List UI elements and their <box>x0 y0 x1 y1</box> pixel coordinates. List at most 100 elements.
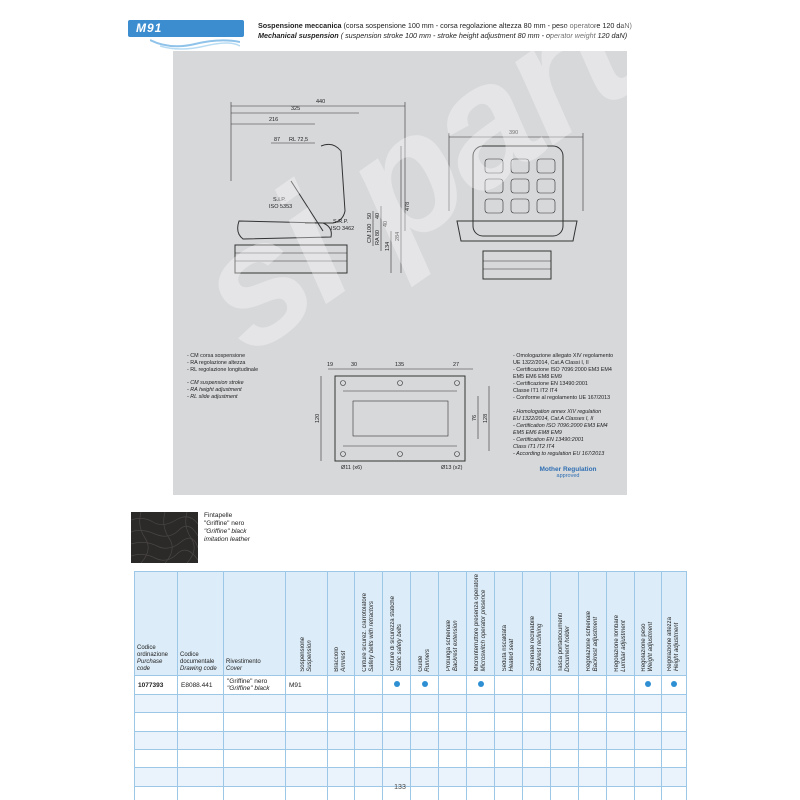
empty-cell <box>466 767 495 787</box>
header-english: Mechanical suspension ( suspension strok… <box>258 31 628 40</box>
empty-cell <box>285 785 328 800</box>
empty-cell <box>177 730 224 750</box>
technical-drawing-panel: 440 325 216 87 RL 72,5 S.I.P. ISO 5353 S… <box>173 51 627 495</box>
label-sip: S.I.P. <box>273 197 286 203</box>
empty-cell <box>177 767 224 787</box>
label-iso3462: ISO 3462 <box>331 226 354 232</box>
empty-cell <box>661 785 687 800</box>
cell-feature-4 <box>438 675 467 695</box>
empty-cell <box>661 748 687 769</box>
empty-cell <box>661 693 687 714</box>
empty-cell <box>661 730 687 750</box>
swatch-caption: Fintapelle "Griffine" nero "Griffine" bl… <box>204 512 250 543</box>
empty-cell <box>134 748 178 769</box>
homologation-italian: - Omologazione allegato XIV regolamento … <box>513 353 614 401</box>
cell-feature-8 <box>550 675 579 695</box>
feature-dot-icon <box>421 681 428 688</box>
empty-cell <box>466 748 495 769</box>
dim-135: 135 <box>395 362 404 368</box>
empty-cell <box>438 785 467 800</box>
empty-cell <box>285 712 328 732</box>
dim-134: 134 <box>385 242 391 251</box>
homologation-english: - Homologation annex XIV regulation EU 1… <box>513 409 608 457</box>
empty-cell <box>285 693 328 714</box>
empty-cell <box>634 730 662 750</box>
dim-19: 19 <box>327 362 333 368</box>
empty-cell <box>223 748 286 769</box>
cell-suspension: M91 <box>285 675 328 695</box>
table-row-empty <box>134 730 687 750</box>
empty-cell <box>634 748 662 769</box>
legend-italian: - CM corsa sospensione - RA regolazione … <box>187 353 259 373</box>
empty-cell <box>634 785 662 800</box>
empty-cell <box>354 712 383 732</box>
empty-cell <box>606 693 635 714</box>
empty-cell <box>550 693 579 714</box>
empty-cell <box>382 748 411 769</box>
dim-27: 27 <box>453 362 459 368</box>
empty-cell <box>327 693 355 714</box>
dim-30: 30 <box>351 362 357 368</box>
dim-216: 216 <box>269 117 278 123</box>
empty-cell <box>494 712 523 732</box>
cell-purchase-code: 1077393 <box>134 675 178 695</box>
empty-cell <box>438 748 467 769</box>
label-srp: S.R.P. <box>333 219 349 225</box>
dim-440: 440 <box>316 99 325 105</box>
cell-feature-7 <box>522 675 551 695</box>
dim-284: 284 <box>395 232 401 241</box>
cell-feature-12 <box>661 675 687 695</box>
dim-120: 120 <box>315 414 321 423</box>
empty-cell <box>382 785 411 800</box>
feature-dot-icon <box>477 681 484 688</box>
empty-cell <box>382 767 411 787</box>
cell-drawing-code: E8088.441 <box>177 675 224 695</box>
empty-cell <box>134 712 178 732</box>
cell-feature-3 <box>410 675 439 695</box>
model-tab: M91 <box>128 20 244 37</box>
empty-cell <box>382 730 411 750</box>
dim-50: 50 <box>367 213 373 219</box>
cell-feature-11 <box>634 675 662 695</box>
empty-cell <box>354 730 383 750</box>
empty-cell <box>134 730 178 750</box>
empty-cell <box>578 730 607 750</box>
empty-cell <box>410 730 439 750</box>
dim-hole13: Ø13 (x2) <box>441 465 463 471</box>
dim-325: 325 <box>291 106 300 112</box>
empty-cell <box>606 748 635 769</box>
empty-cell <box>177 748 224 769</box>
empty-cell <box>522 712 551 732</box>
empty-cell <box>578 712 607 732</box>
empty-cell <box>578 767 607 787</box>
empty-cell <box>550 785 579 800</box>
empty-cell <box>410 712 439 732</box>
empty-cell <box>410 693 439 714</box>
dim-87: 87 <box>274 137 280 143</box>
empty-cell <box>522 730 551 750</box>
dim-hole11: Ø11 (x6) <box>341 465 362 471</box>
empty-cell <box>327 730 355 750</box>
empty-cell <box>354 748 383 769</box>
feature-dot-icon <box>645 681 651 688</box>
cell-feature-0 <box>327 675 355 695</box>
table-row-empty <box>134 748 687 769</box>
empty-cell <box>634 712 662 732</box>
empty-cell <box>177 693 224 714</box>
table-row-empty <box>134 785 687 800</box>
table-row-empty <box>134 693 687 714</box>
logo-wave-icon <box>150 39 240 50</box>
empty-cell <box>494 730 523 750</box>
dim-cm: CM 100 <box>367 224 373 243</box>
empty-cell <box>522 767 551 787</box>
